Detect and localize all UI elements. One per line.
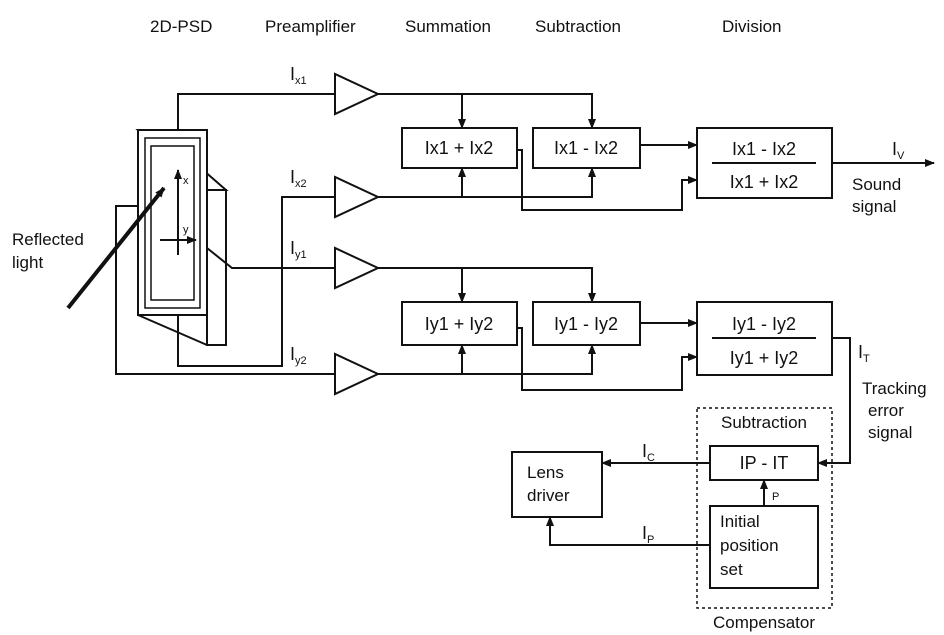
axis-y-label: y xyxy=(183,224,189,236)
wire-x2-bus xyxy=(378,167,596,198)
header-subtraction: Subtraction xyxy=(535,17,621,36)
signal-iy1: Iy1 xyxy=(290,238,307,261)
lens-driver-line-1: Lens xyxy=(527,463,564,482)
block-sub-x-label: Ix1 - Ix2 xyxy=(554,138,618,158)
block-div-x-den: Ix1 + Ix2 xyxy=(730,172,799,192)
block-sub-p-t xyxy=(709,445,819,481)
preamp-y1 xyxy=(334,246,381,290)
block-div-x-num: Ix1 - Ix2 xyxy=(732,139,796,159)
wire-x1-bus xyxy=(378,93,596,129)
compensator-label: Compensator xyxy=(713,613,815,632)
signal-iv: IV xyxy=(892,139,905,162)
wire-psd-y2 xyxy=(115,205,335,375)
initial-line-2: position xyxy=(720,536,779,555)
header-2d-psd: 2D-PSD xyxy=(150,17,212,36)
signal-it: IT xyxy=(858,342,870,365)
preamp-y2 xyxy=(334,352,381,396)
wire-sumy-to-div xyxy=(517,327,698,391)
block-sub-p-t-label: IP - IT xyxy=(740,453,789,473)
signal-iy2: Iy2 xyxy=(290,344,307,367)
initial-line-3: set xyxy=(720,560,743,579)
block-div-y-den: Iy1 + Iy2 xyxy=(730,348,799,368)
tracking-label-2: error xyxy=(868,401,904,420)
header-division: Division xyxy=(722,17,782,36)
wire-sumx-to-div xyxy=(517,149,698,211)
sound-signal-label-2: signal xyxy=(852,197,896,216)
block-sum-y xyxy=(401,301,518,346)
tracking-label-1: Tracking xyxy=(862,379,927,398)
sound-signal-label-1: Sound xyxy=(852,175,901,194)
block-sum-x-label: Ix1 + Ix2 xyxy=(425,138,494,158)
compensator-subtraction-title: Subtraction xyxy=(721,413,807,432)
wire-tracking-output xyxy=(817,337,851,467)
block-sub-y xyxy=(532,301,641,346)
block-sum-y-label: Iy1 + Iy2 xyxy=(425,314,494,334)
signal-ip: IP xyxy=(642,523,654,546)
block-sub-x xyxy=(532,127,641,169)
header-summation: Summation xyxy=(405,17,491,36)
block-div-y-num: Iy1 - Iy2 xyxy=(732,314,796,334)
signal-ix1: Ix1 xyxy=(290,64,307,87)
wire-ip xyxy=(546,516,710,546)
psd-sensor xyxy=(135,129,229,346)
lens-driver-line-2: driver xyxy=(527,486,570,505)
block-sub-y-label: Iy1 - Iy2 xyxy=(554,314,618,334)
axis-x-label: x xyxy=(183,175,189,187)
wire-y1-bus xyxy=(378,267,596,303)
p-label: P xyxy=(772,491,779,503)
reflected-light-label-1: Reflected xyxy=(12,230,84,249)
header-preamplifier: Preamplifier xyxy=(265,17,356,36)
compensator-region xyxy=(696,407,833,609)
wire-y2-bus xyxy=(378,344,596,375)
signal-ic: IC xyxy=(642,441,655,464)
block-lens-driver xyxy=(511,451,603,518)
preamp-x2 xyxy=(334,175,381,219)
preamp-x1 xyxy=(334,72,381,116)
initial-line-1: Initial xyxy=(720,512,760,531)
wire-psd-x2 xyxy=(177,196,335,367)
tracking-label-3: signal xyxy=(868,423,912,442)
reflected-light-label-2: light xyxy=(12,253,43,272)
signal-ix2: Ix2 xyxy=(290,167,307,190)
wire-psd-y1 xyxy=(206,247,335,269)
block-sum-x xyxy=(401,127,518,169)
block-initial-position xyxy=(709,505,819,589)
wire-psd-x1 xyxy=(177,93,335,130)
